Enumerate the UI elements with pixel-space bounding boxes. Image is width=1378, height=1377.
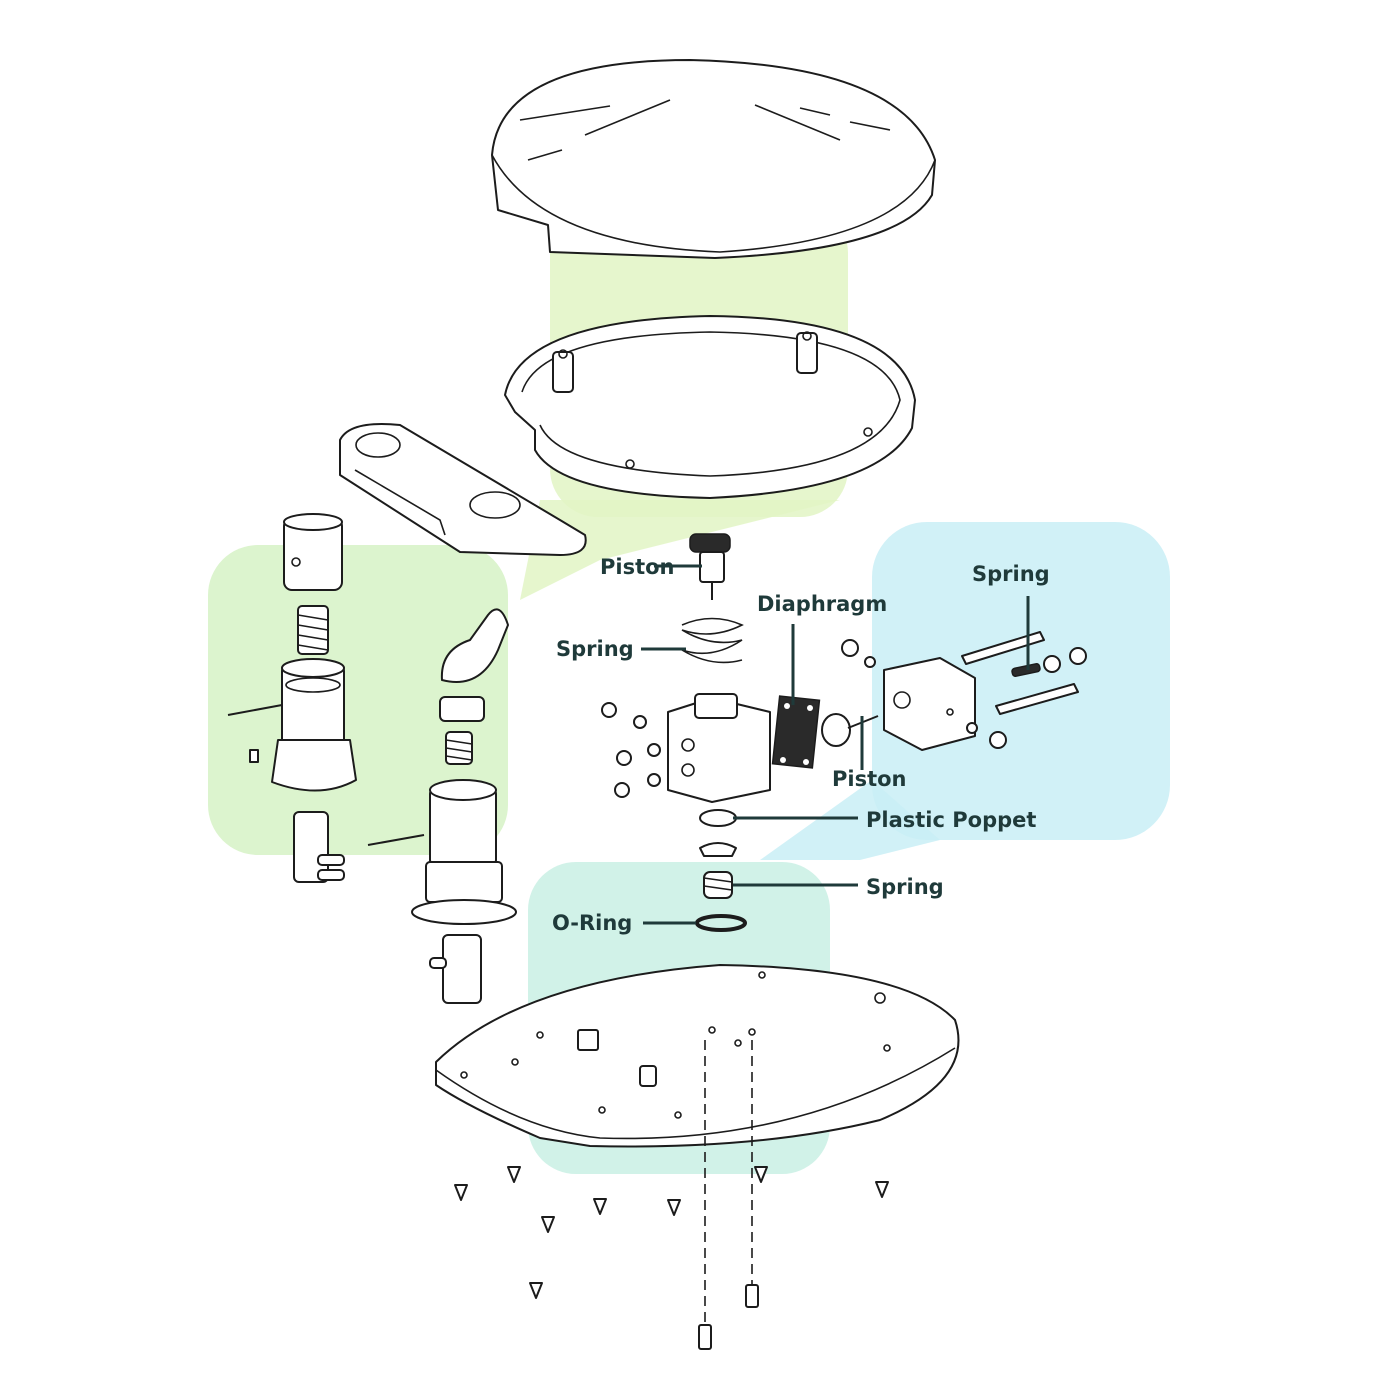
label-piston-right: Piston: [832, 767, 907, 791]
region-right-connector: [760, 780, 940, 860]
label-diaphragm: Diaphragm: [757, 592, 887, 616]
label-spring-center: Spring: [556, 637, 634, 661]
leader-lines: [641, 564, 1030, 925]
region-top-connector: [520, 500, 840, 600]
center-valve-stack: [601, 533, 879, 932]
support-ring: [504, 315, 916, 499]
base-plate: [435, 964, 960, 1148]
label-spring-lower: Spring: [866, 875, 944, 899]
mounting-bracket: [339, 423, 587, 556]
label-plastic-poppet: Plastic Poppet: [866, 808, 1036, 832]
region-right-blue: [872, 522, 1170, 840]
label-o-ring: O-Ring: [552, 911, 632, 935]
dome-cover: [491, 59, 936, 259]
label-piston-top: Piston: [600, 555, 675, 579]
right-valve-block: [841, 631, 1087, 751]
fastener-screws: [454, 1040, 889, 1350]
callout-labels: Piston Spring Diaphragm Spring Piston Pl…: [552, 555, 1050, 935]
fittings-left-cluster: [601, 702, 661, 798]
left-valve-assembly: [227, 513, 517, 1004]
label-spring-right: Spring: [972, 562, 1050, 586]
